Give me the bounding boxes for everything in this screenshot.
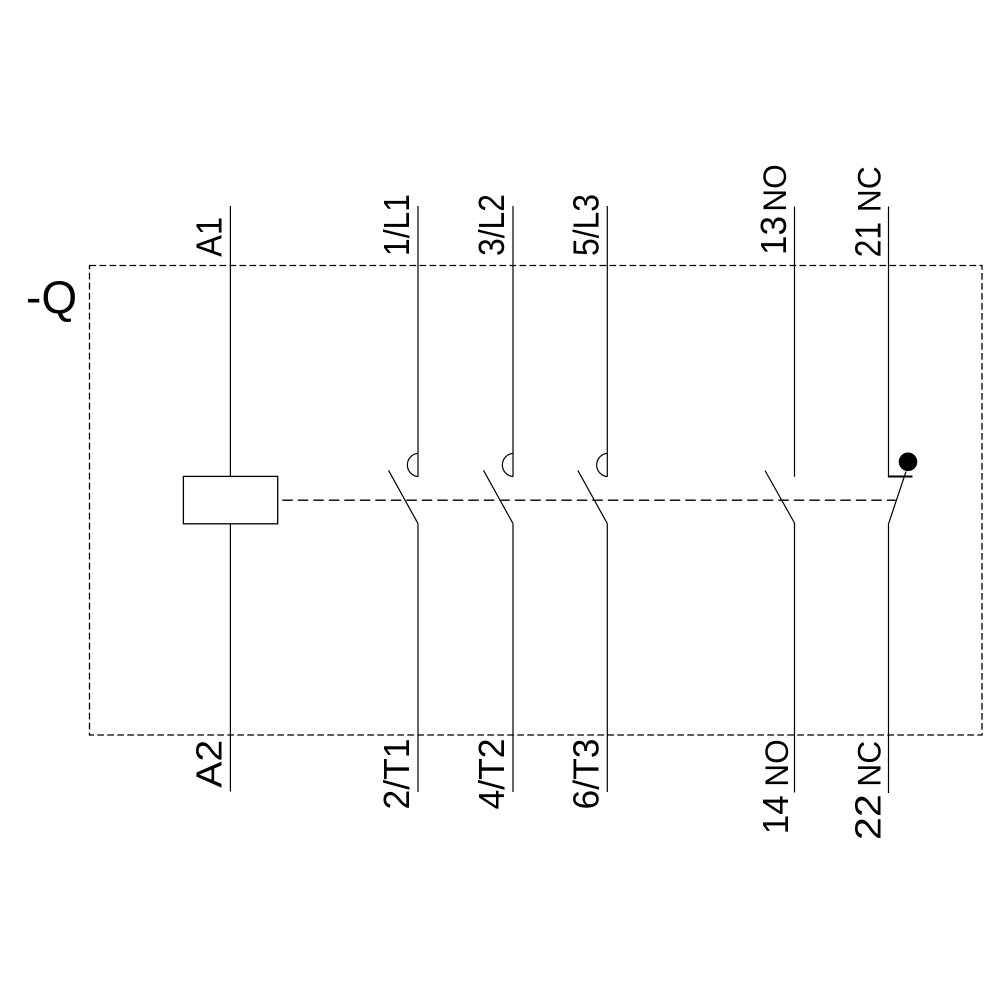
svg-text:NC: NC — [852, 166, 888, 212]
svg-text:13: 13 — [753, 216, 794, 255]
svg-text:1/L1: 1/L1 — [376, 194, 417, 256]
svg-text:NO: NO — [757, 164, 793, 212]
svg-text:3/L2: 3/L2 — [471, 194, 512, 256]
svg-text:6/T3: 6/T3 — [566, 739, 607, 810]
svg-text:-Q: -Q — [26, 271, 77, 323]
svg-text:4/T2: 4/T2 — [471, 739, 512, 810]
svg-text:A1: A1 — [188, 217, 229, 257]
svg-text:22: 22 — [848, 794, 889, 840]
svg-text:2/T1: 2/T1 — [376, 739, 417, 810]
svg-text:21: 21 — [848, 222, 889, 258]
svg-text:NO: NO — [759, 739, 795, 787]
svg-text:14: 14 — [755, 795, 796, 834]
svg-text:5/L3: 5/L3 — [566, 194, 607, 256]
svg-text:NC: NC — [852, 741, 888, 787]
svg-text:A2: A2 — [188, 740, 229, 788]
